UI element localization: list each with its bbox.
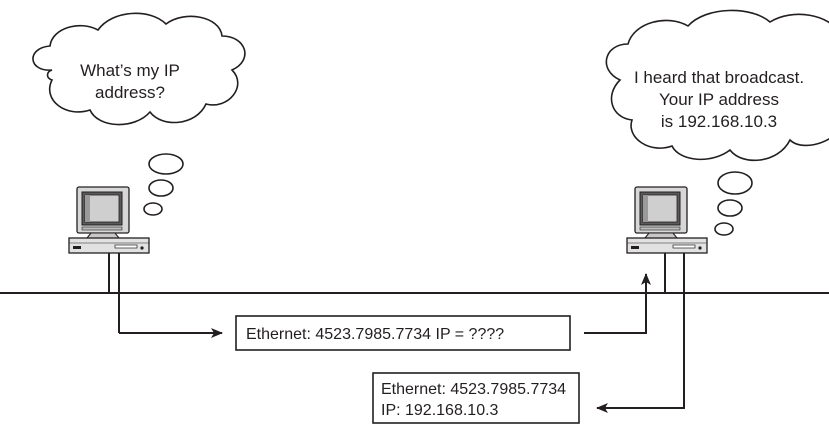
request-frame: Ethernet: 4523.7985.7734 IP = ???? (119, 273, 651, 351)
left-thought-bubble-1 (148, 153, 184, 175)
desktop-computer-icon (626, 186, 708, 254)
request-arrow-right (584, 273, 651, 334)
right-thought-line-2: Your IP address (659, 90, 779, 109)
left-thought-bubble-2 (148, 179, 174, 197)
reply-frame-line-2: IP: 192.168.10.3 (381, 402, 499, 419)
right-host: I heard that broadcast. Your IP address … (605, 9, 829, 293)
left-thought-bubble-3 (143, 202, 163, 216)
right-thought-cloud (605, 9, 829, 162)
left-thought-line-1: What’s my IP (80, 61, 180, 80)
reply-frame: Ethernet: 4523.7985.7734 IP: 192.168.10.… (372, 293, 685, 424)
left-host: What’s my IP address? (32, 12, 246, 333)
request-frame-text: Ethernet: 4523.7985.7734 IP = ???? (246, 326, 504, 343)
desktop-computer-icon (68, 186, 150, 254)
right-thought-bubble-2 (717, 199, 743, 217)
reply-frame-line-1: Ethernet: 4523.7985.7734 (381, 381, 566, 398)
right-thought-line-1: I heard that broadcast. (634, 68, 804, 87)
right-thought-line-3: is 192.168.10.3 (661, 112, 777, 131)
right-thought-bubble-1 (717, 171, 753, 195)
request-frame-box (235, 315, 571, 351)
reply-frame-box (372, 372, 580, 424)
left-thought-cloud (32, 12, 246, 126)
reply-arrow (596, 293, 685, 413)
left-thought-line-2: address? (95, 83, 165, 102)
right-thought-bubble-3 (714, 222, 734, 236)
